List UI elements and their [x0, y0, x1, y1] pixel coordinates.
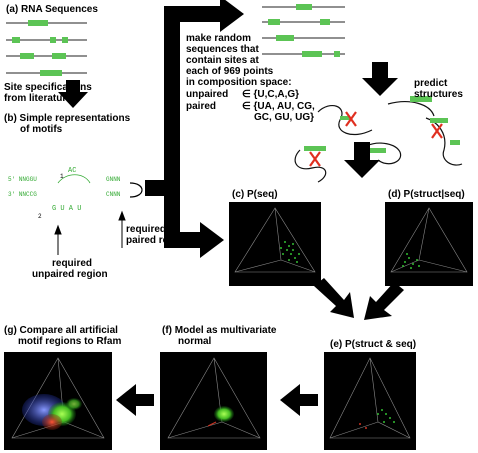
- label-site-spec-2: from literature: [4, 93, 72, 104]
- panel-d-pstruct-seq: [385, 202, 473, 286]
- pyramid-d: [390, 207, 468, 273]
- label-b-2: of motifs: [20, 124, 63, 135]
- label-required-unpaired-2: unpaired region: [32, 269, 108, 280]
- label-e-pstruct-and-seq: (e) P(struct & seq): [330, 339, 417, 350]
- rejected-structure-x: [309, 111, 443, 167]
- label-predict-1: predict: [414, 78, 448, 89]
- motif-loop-top: AC: [68, 167, 77, 175]
- label-make-1: make random: [186, 33, 252, 44]
- label-paired-set-2: GC, GU, UG}: [254, 112, 315, 123]
- rna-sites-left: [12, 20, 68, 76]
- label-c-pseq: (c) P(seq): [232, 189, 278, 200]
- label-required-unpaired-1: required: [52, 258, 93, 269]
- motif-loop-bottom: G U A U: [52, 205, 82, 213]
- panel-e-pstruct-and-seq: [324, 352, 416, 450]
- label-a-rna-sequences: (a) RNA Sequences: [6, 4, 98, 15]
- label-g-1: (g) Compare all artificial: [4, 325, 118, 336]
- label-paired-set-1: ∈ {UA, AU, CG,: [242, 101, 315, 112]
- label-required-paired-2: paired region: [126, 235, 190, 246]
- motif-top-left: 5' NNGGU: [8, 176, 37, 183]
- hairpin-loop: [129, 182, 143, 198]
- label-f-2: normal: [178, 336, 212, 347]
- arrow-f-to-g: [116, 384, 154, 416]
- label-predict-2: structures: [414, 89, 463, 100]
- label-f-1: (f) Model as multivariate: [162, 325, 277, 336]
- label-make-2: sequences that: [186, 44, 259, 55]
- label-make-5: in composition space:: [186, 77, 292, 88]
- arrow-down-right: [164, 140, 224, 258]
- motif-bot-left: 3' NNCCG: [8, 191, 37, 198]
- motif-pointer-arrows: [54, 210, 126, 255]
- panel-f-multivariate-normal: [160, 352, 267, 450]
- label-make-4: each of 969 points: [186, 66, 274, 77]
- red-blob: [42, 414, 62, 430]
- predicted-structures: [294, 101, 463, 183]
- label-b-1: (b) Simple representations: [4, 113, 131, 124]
- pyramid-f: [167, 357, 261, 439]
- label-make-3: contain sites at: [186, 55, 259, 66]
- arrow-down-predict: [362, 62, 398, 96]
- motif-num-2: 2: [38, 213, 42, 220]
- motif-loop-curve: [57, 174, 91, 184]
- pyramid-e: [329, 357, 411, 439]
- label-required-paired-1: required: [126, 224, 167, 235]
- panel-g-compare-rfam: [4, 352, 112, 450]
- motif-bot-right: CNNN: [106, 191, 121, 198]
- rna-sites-right: [268, 4, 340, 57]
- label-paired: paired: [186, 101, 217, 112]
- green-blob: [214, 406, 234, 422]
- label-unpaired: unpaired: [186, 89, 229, 100]
- label-site-spec-1: Site specifications: [4, 82, 92, 93]
- rna-sequences-left: [6, 22, 87, 74]
- motif-num-1: 1: [60, 173, 64, 180]
- arrow-d-to-e: [364, 282, 404, 320]
- arrow-e-to-f: [280, 384, 318, 416]
- label-unpaired-set: ∈ {U,C,A,G}: [242, 89, 300, 100]
- motif-top-right: GNNN: [106, 176, 121, 183]
- pyramid-g: [11, 357, 105, 439]
- arrow-down-site: [58, 80, 88, 108]
- panel-c-pseq: [229, 202, 321, 286]
- arrow-up-right: [164, 0, 244, 140]
- arrow-c-to-e: [314, 278, 354, 318]
- rna-sequences-right: [262, 6, 345, 55]
- label-d-pstruct-seq: (d) P(struct|seq): [388, 189, 465, 200]
- predicted-sites: [304, 96, 460, 153]
- pyramid-c: [234, 207, 316, 273]
- label-g-2: motif regions to Rfam: [18, 336, 122, 347]
- arrow-stem: [145, 180, 165, 196]
- arrow-down-d: [344, 142, 380, 178]
